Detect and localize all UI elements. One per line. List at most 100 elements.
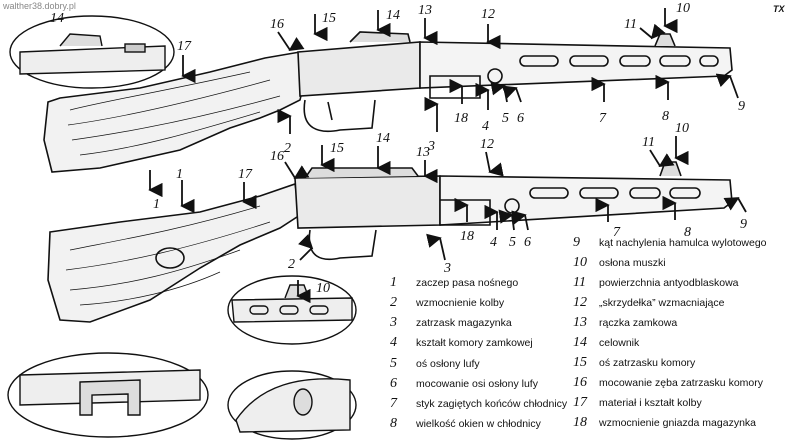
legend-num: 12	[573, 295, 587, 310]
bottom-rifle	[47, 161, 733, 323]
callout-top-3: 3	[427, 139, 435, 154]
legend-desc: mocowanie osi osłony lufy	[416, 378, 538, 390]
callout-bottom-14: 14	[376, 131, 390, 146]
callout-bottom-15: 15	[330, 141, 344, 156]
legend-desc: rączka zamkowa	[599, 317, 678, 329]
legend-item-13: 13 rączka zamkowa	[573, 316, 677, 330]
top-rifle-jacket	[419, 41, 733, 89]
top-rifle-stock	[43, 51, 306, 173]
legend-num: 14	[573, 335, 587, 350]
callout-bottom-1b: 1	[176, 167, 183, 182]
callout-bottom-11: 11	[642, 135, 655, 150]
callout-bottom-9: 9	[740, 217, 747, 232]
legend-desc: wzmocnienie kolby	[416, 297, 505, 309]
callout-bottom-6: 6	[524, 235, 531, 250]
legend-desc: styk zagiętych końców chłodnicy	[416, 398, 568, 410]
callout-top-11: 11	[624, 17, 637, 32]
callout-inset-10: 10	[316, 281, 330, 296]
watermark: walther38.dobry.pl	[3, 1, 76, 11]
legend-num: 16	[573, 375, 587, 390]
legend-num: 8	[390, 416, 397, 431]
legend-num: 1	[390, 275, 397, 290]
callout-bottom-4: 4	[490, 235, 497, 250]
legend-num: 11	[573, 275, 586, 290]
legend-item-14: 14 celownik	[573, 336, 639, 350]
legend-desc: celownik	[599, 337, 640, 349]
legend-item-11: 11 powierzchnia antyodblaskowa	[573, 276, 739, 290]
inset-middle	[227, 275, 357, 345]
top-rifle	[43, 31, 733, 173]
legend-item-12: 12 „skrzydełka” wzmacniające	[573, 296, 724, 310]
legend-item-3: 3 zatrzask magazynka	[390, 316, 512, 330]
legend-item-6: 6 mocowanie osi osłony lufy	[390, 377, 538, 391]
callout-bottom-13: 13	[416, 145, 430, 160]
legend-desc: mocowanie zęba zatrzasku komory	[599, 377, 763, 389]
callout-bottom-17: 17	[238, 167, 253, 182]
legend-desc: kąt nachylenia hamulca wylotowego	[599, 237, 767, 249]
callout-top-13: 13	[418, 3, 432, 18]
legend-num: 9	[573, 235, 580, 250]
callout-bottom-2: 2	[288, 257, 295, 272]
callout-bottom-10: 10	[675, 121, 689, 136]
callout-bottom-7: 7	[613, 225, 621, 240]
inset-top-left	[9, 15, 175, 89]
legend-desc: oś zatrzasku komory	[599, 357, 696, 369]
top-rifle-receiver	[297, 41, 421, 97]
callout-top-2: 2	[284, 141, 291, 156]
callout-top-5: 5	[502, 111, 509, 126]
callout-top-15: 15	[322, 11, 336, 26]
callout-bottom-16: 16	[270, 149, 284, 164]
callout-inset-14: 14	[50, 11, 64, 26]
legend-item-7: 7 styk zagiętych końców chłodnicy	[390, 397, 567, 411]
callout-top-7: 7	[599, 111, 607, 126]
legend-item-8: 8 wielkość okien w chłodnicy	[390, 417, 541, 431]
legend-num: 5	[390, 356, 397, 371]
top-rifle-callouts: 16 15 14 13 12 11 10 17 18 4 5 6 7 8 9 2…	[50, 1, 745, 156]
legend-desc: zatrzask magazynka	[416, 317, 512, 329]
callout-bottom-18: 18	[460, 229, 474, 244]
legend-num: 6	[390, 376, 397, 391]
legend-desc: wzmocnienie gniazda magazynka	[599, 417, 757, 429]
legend-desc: oś osłony lufy	[416, 358, 480, 370]
callout-bottom-5: 5	[509, 235, 516, 250]
legend-desc: „skrzydełka” wzmacniające	[599, 297, 725, 309]
callout-top-14: 14	[386, 8, 400, 23]
legend-num: 3	[390, 315, 397, 330]
legend-num: 7	[390, 396, 397, 411]
callout-top-18: 18	[454, 111, 468, 126]
legend-desc: materiał i kształt kolby	[599, 397, 702, 409]
callout-bottom-3: 3	[443, 261, 451, 276]
legend-item-15: 15 oś zatrzasku komory	[573, 356, 695, 370]
legend-num: 10	[573, 255, 587, 270]
legend-item-9: 9 kąt nachylenia hamulca wylotowego	[573, 236, 767, 250]
legend-num: 18	[573, 415, 587, 430]
callout-top-10: 10	[676, 1, 690, 16]
legend-item-1: 1 zaczep pasa nośnego	[390, 276, 518, 290]
bottom-rifle-callouts: 14 13 12 11 10 16 15 17 1 1 2 18 3 4 5 6…	[153, 121, 747, 296]
legend-num: 17	[573, 395, 587, 410]
legend-desc: osłona muszki	[599, 257, 666, 269]
bottom-rifle-stock	[47, 182, 301, 323]
callout-top-9: 9	[738, 99, 745, 114]
legend-desc: powierzchnia antyodblaskowa	[599, 277, 739, 289]
legend-num: 15	[573, 355, 587, 370]
legend-item-2: 2 wzmocnienie kolby	[390, 296, 504, 310]
legend-item-10: 10 osłona muszki	[573, 256, 666, 270]
legend-item-18: 18 wzmocnienie gniazda magazynka	[573, 416, 756, 430]
legend-num: 13	[573, 315, 587, 330]
inset-bottom-left	[7, 352, 209, 438]
legend-item-16: 16 mocowanie zęba zatrzasku komory	[573, 376, 763, 390]
callout-top-6: 6	[517, 111, 524, 126]
inset-bottom-middle	[227, 370, 357, 440]
legend-desc: kształt komory zamkowej	[416, 337, 533, 349]
bottom-rifle-receiver	[294, 175, 441, 229]
corner-mark: TX	[773, 4, 785, 14]
callout-top-12: 12	[481, 7, 495, 22]
legend-item-4: 4 kształt komory zamkowej	[390, 336, 533, 350]
legend-num: 4	[390, 335, 397, 350]
leader-arrows	[148, 8, 747, 304]
legend-item-17: 17 materiał i kształt kolby	[573, 396, 702, 410]
legend-item-5: 5 oś osłony lufy	[390, 357, 480, 371]
legend-desc: wielkość okien w chłodnicy	[416, 418, 541, 430]
